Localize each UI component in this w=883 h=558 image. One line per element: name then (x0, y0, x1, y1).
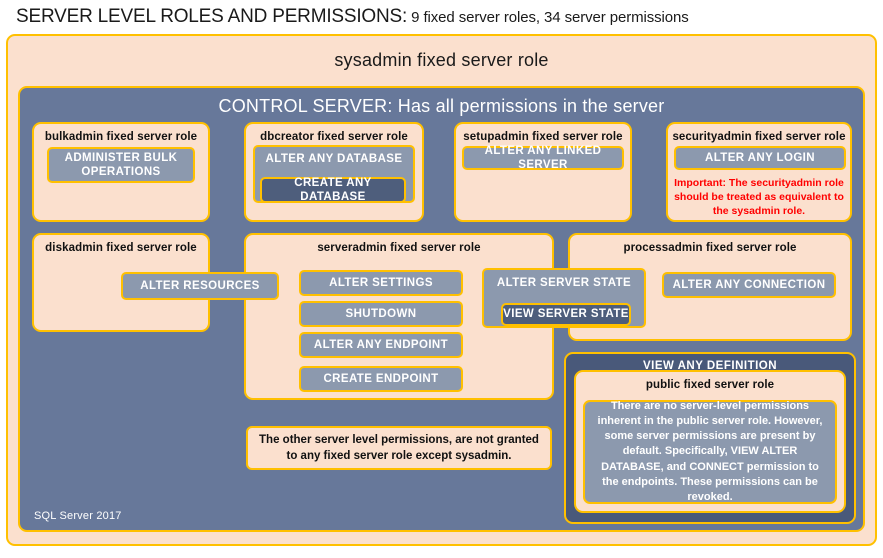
note-other-permissions: The other server level permissions, are … (246, 426, 552, 470)
role-label-public: public fixed server role (645, 379, 775, 391)
permission-view-server-state[interactable]: VIEW SERVER STATE (501, 303, 631, 326)
permission-alter-resources[interactable]: ALTER RESOURCES (121, 272, 279, 300)
page-title-strong: SERVER LEVEL ROLES AND PERMISSIONS: (16, 6, 408, 27)
footer-version-label: SQL Server 2017 (34, 510, 122, 522)
control-server-label: CONTROL SERVER: Has all permissions in t… (218, 96, 665, 116)
permission-create-any-database[interactable]: CREATE ANY DATABASE (260, 177, 406, 203)
role-label-serveradmin: serveradmin fixed server role (317, 242, 481, 254)
role-label-diskadmin: diskadmin fixed server role (45, 242, 197, 254)
permission-alter-any-endpoint[interactable]: ALTER ANY ENDPOINT (299, 332, 463, 358)
permission-alter-server-state-label: ALTER SERVER STATE (496, 277, 632, 289)
page-title: SERVER LEVEL ROLES AND PERMISSIONS: 9 fi… (16, 6, 876, 32)
permission-alter-any-linked-server[interactable]: ALTER ANY LINKED SERVER (462, 145, 624, 171)
permission-shutdown[interactable]: SHUTDOWN (299, 301, 463, 327)
permission-alter-any-login[interactable]: ALTER ANY LOGIN (674, 146, 846, 170)
permission-alter-settings[interactable]: ALTER SETTINGS (299, 270, 463, 296)
role-label-securityadmin: securityadmin fixed server role (672, 131, 846, 143)
public-role-description: There are no server-level permissions in… (583, 400, 837, 504)
permission-administer-bulk-operations[interactable]: ADMINISTER BULK OPERATIONS (47, 147, 195, 183)
role-label-setupadmin: setupadmin fixed server role (463, 131, 623, 143)
permission-alter-any-database-label: ALTER ANY DATABASE (265, 153, 403, 165)
permission-view-any-definition-label: VIEW ANY DEFINITION (642, 360, 778, 372)
role-card-securityadmin: securityadmin fixed server role Importan… (666, 122, 852, 222)
permission-alter-any-connection[interactable]: ALTER ANY CONNECTION (662, 272, 836, 298)
role-label-dbcreator: dbcreator fixed server role (260, 131, 408, 143)
page-title-rest: 9 fixed server roles, 34 server permissi… (407, 9, 689, 26)
role-label-bulkadmin: bulkadmin fixed server role (44, 131, 198, 143)
role-card-setupadmin: setupadmin fixed server role (454, 122, 632, 222)
role-label-processadmin: processadmin fixed server role (623, 242, 797, 254)
sysadmin-role-label: sysadmin fixed server role (334, 50, 549, 70)
permission-create-endpoint[interactable]: CREATE ENDPOINT (299, 366, 463, 392)
securityadmin-warning-text: Important: The securityadmin role should… (674, 177, 844, 218)
